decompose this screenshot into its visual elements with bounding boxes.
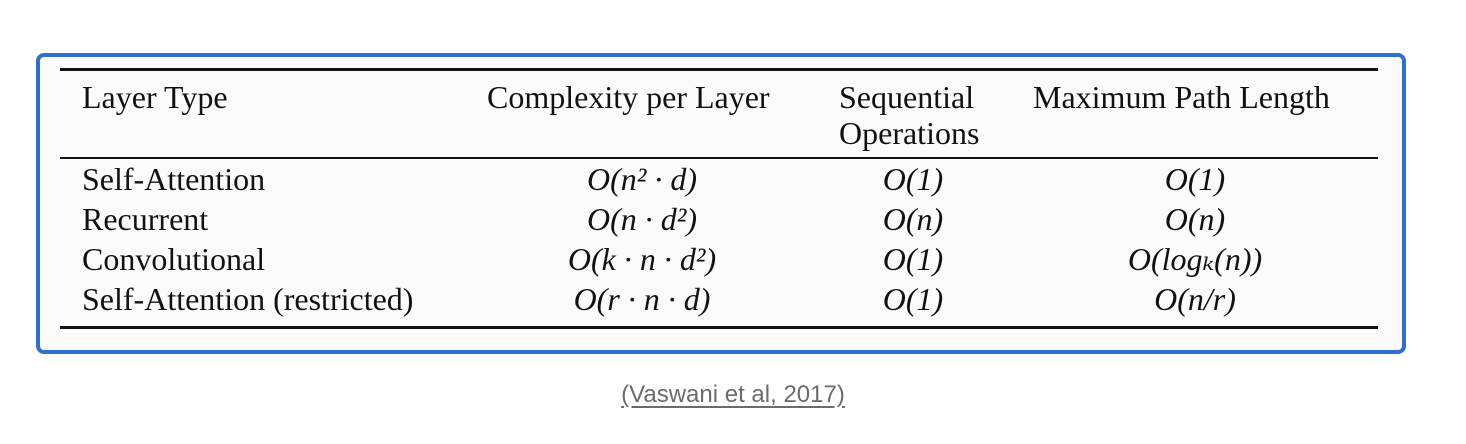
row-complexity: O(k · n · d²) xyxy=(567,241,717,277)
table-header-rule xyxy=(60,157,1378,159)
row-complexity: O(n · d²) xyxy=(586,201,697,237)
row-complexity: O(r · n · d) xyxy=(573,281,711,317)
row-sequential: O(1) xyxy=(882,241,944,277)
table-top-rule xyxy=(60,68,1378,71)
header-sequential-operations: Sequential Operations xyxy=(839,79,980,151)
row-layer-name: Self-Attention (restricted) xyxy=(82,281,414,317)
row-layer-name: Convolutional xyxy=(82,241,266,277)
row-max-path: O(1) xyxy=(1164,161,1226,197)
row-sequential: O(1) xyxy=(882,161,944,197)
header-complexity: Complexity per Layer xyxy=(487,79,770,115)
row-max-path: O(n) xyxy=(1164,201,1226,237)
row-max-path: O(n/r) xyxy=(1154,281,1236,317)
table-bottom-rule xyxy=(60,326,1378,329)
row-complexity: O(n² · d) xyxy=(586,161,697,197)
citation-link[interactable]: (Vaswani et al, 2017) xyxy=(621,381,845,408)
row-sequential: O(1) xyxy=(882,281,944,317)
row-layer-name: Self-Attention xyxy=(82,161,266,197)
row-max-path: O(logₖ(n)) xyxy=(1127,241,1263,277)
row-layer-name: Recurrent xyxy=(82,201,209,237)
header-layer-type: Layer Type xyxy=(82,79,228,115)
header-max-path-length: Maximum Path Length xyxy=(1033,79,1330,115)
table-figure-frame xyxy=(36,53,1406,354)
row-sequential: O(n) xyxy=(882,201,944,237)
